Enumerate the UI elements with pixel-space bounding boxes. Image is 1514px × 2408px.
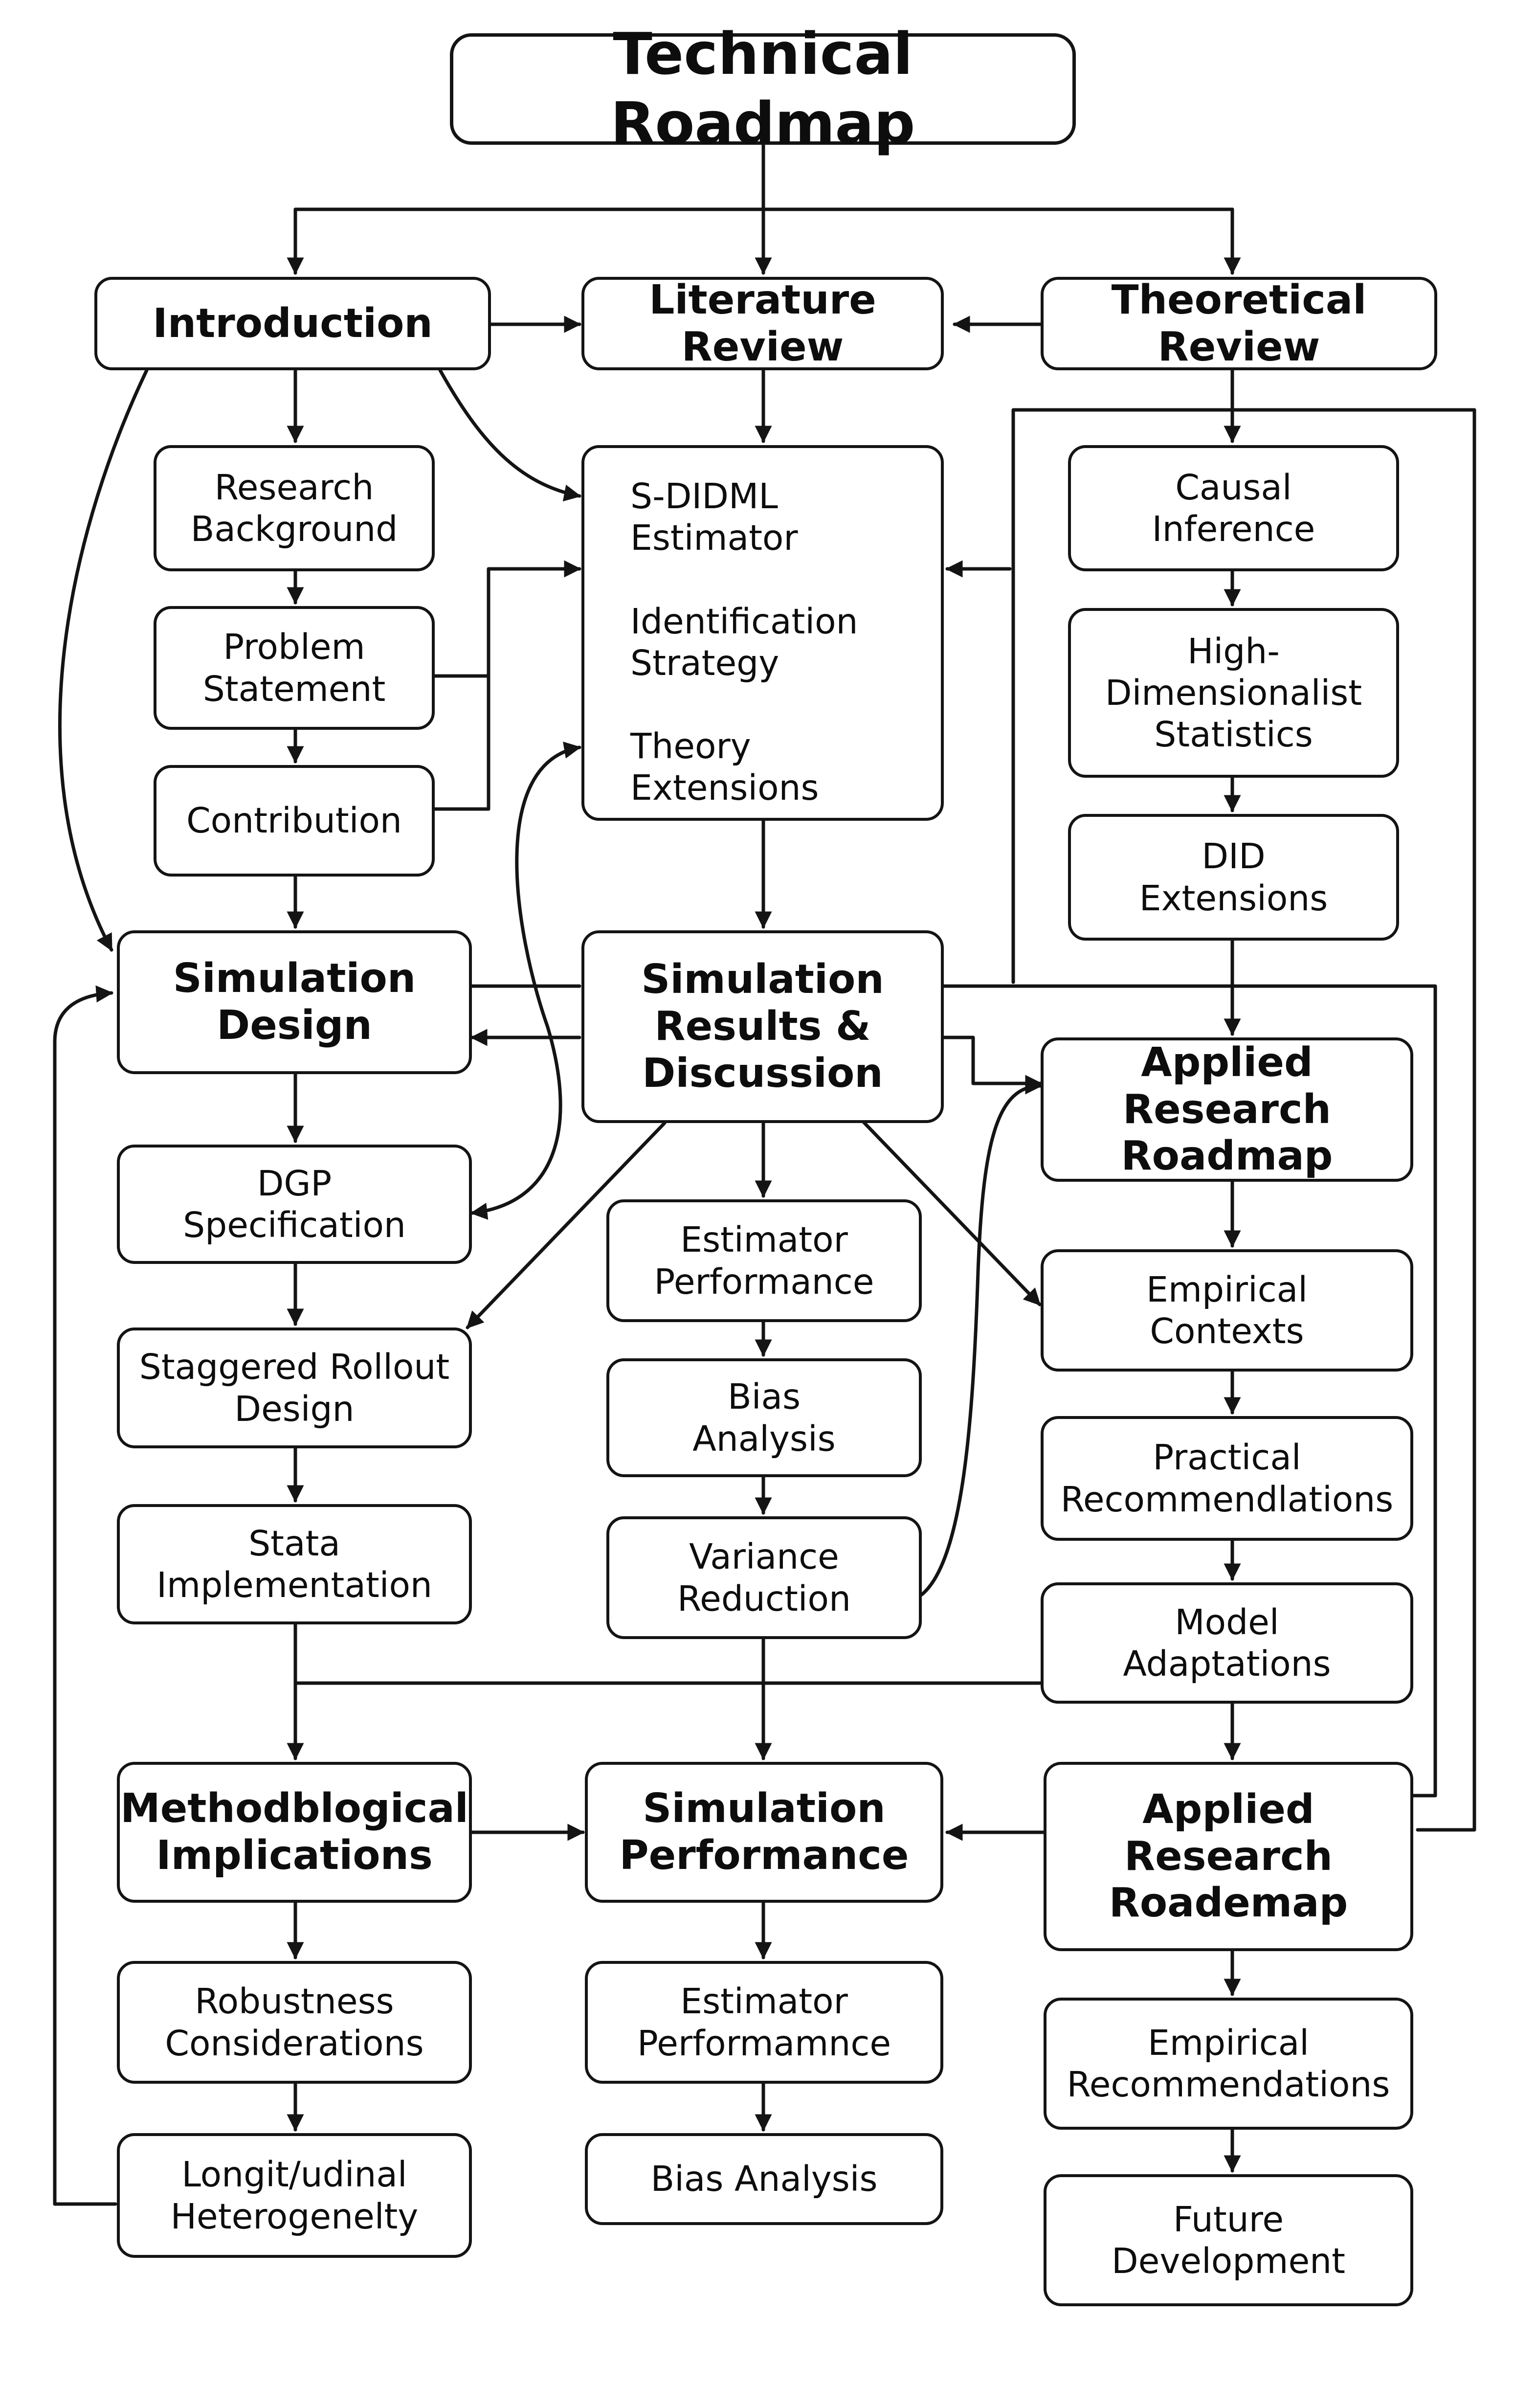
did-extensions-node[interactable]: DID Extensions [1068,814,1399,941]
estimator-performance-node[interactable]: Estimator Performance [606,1199,922,1322]
staggered-rollout-node[interactable]: Staggered Rollout Design [117,1328,472,1448]
edge-longitudinal-loop-to-simdesign [53,985,117,2206]
edge-results-to-empirical [860,1118,1042,1306]
practical-recommendations-node[interactable]: Practical Recommendlations [1041,1416,1413,1541]
edge-content-dgp-curve [470,742,581,1220]
simulation-performance-node[interactable]: Simulation Performance [585,1762,943,1903]
page-title: Technical Roadmap [450,20,1076,157]
theoretical-review-node[interactable]: Theoretical Review [1041,277,1437,370]
high-dimensional-statistics-node[interactable]: High- Dimensionalist Statistics [1068,608,1399,778]
bias-analysis-node[interactable]: Bias Analysis [606,1358,922,1477]
model-adaptations-node[interactable]: Model Adaptations [1041,1582,1413,1704]
simulation-results-node[interactable]: Simulation Results & Discussion [581,930,944,1123]
applied-research-roademap-node[interactable]: Applied Research Roademap [1044,1762,1413,1951]
edge-problem-contribution-bracket [433,569,579,811]
causal-inference-node[interactable]: Causal Inference [1068,445,1399,571]
edge-results-to-applied [942,1035,1043,1092]
introduction-node[interactable]: Introduction [94,277,491,370]
research-background-node[interactable]: Research Background [154,445,435,571]
future-development-node[interactable]: Future Development [1044,2174,1413,2306]
applied-research-roadmap-node[interactable]: Applied Research Roadmap [1041,1037,1413,1182]
edge-introduction-curve-to-simdesign [58,368,149,952]
literature-content-node[interactable]: S-DIDML Estimator Identification Strateg… [581,445,944,821]
variance-reduction-node[interactable]: Variance Reduction [606,1516,922,1639]
estimator-performance-bottom-node[interactable]: Estimator Performamnce [585,1961,943,2084]
stata-implementation-node[interactable]: Stata Implementation [117,1504,472,1624]
edge-introduction-curve-to-literature [438,368,581,502]
dgp-specification-node[interactable]: DGP Specification [117,1145,472,1264]
empirical-contexts-node[interactable]: Empirical Contexts [1041,1249,1413,1372]
contribution-node[interactable]: Contribution [154,765,435,877]
methodological-implications-node[interactable]: Methodblogical Implications [117,1762,472,1903]
edge-results-to-staggered [466,1121,667,1329]
edge-results-right-loop [942,984,1437,1798]
longitudinal-heterogeneity-node[interactable]: Longit/udinal Heterogenelty [117,2133,472,2258]
problem-statement-node[interactable]: Problem Statement [154,606,435,730]
empirical-recommendations-node[interactable]: Empirical Recommendations [1044,1998,1413,2130]
bias-analysis-bottom-node[interactable]: Bias Analysis [585,2133,943,2225]
edge-theory-loop-to-content [947,408,1476,1832]
literature-review-node[interactable]: Literature Review [581,277,944,370]
robustness-considerations-node[interactable]: Robustness Considerations [117,1961,472,2084]
edge-variance-curve-to-applied [920,1077,1043,1597]
simulation-design-node[interactable]: Simulation Design [117,930,472,1074]
